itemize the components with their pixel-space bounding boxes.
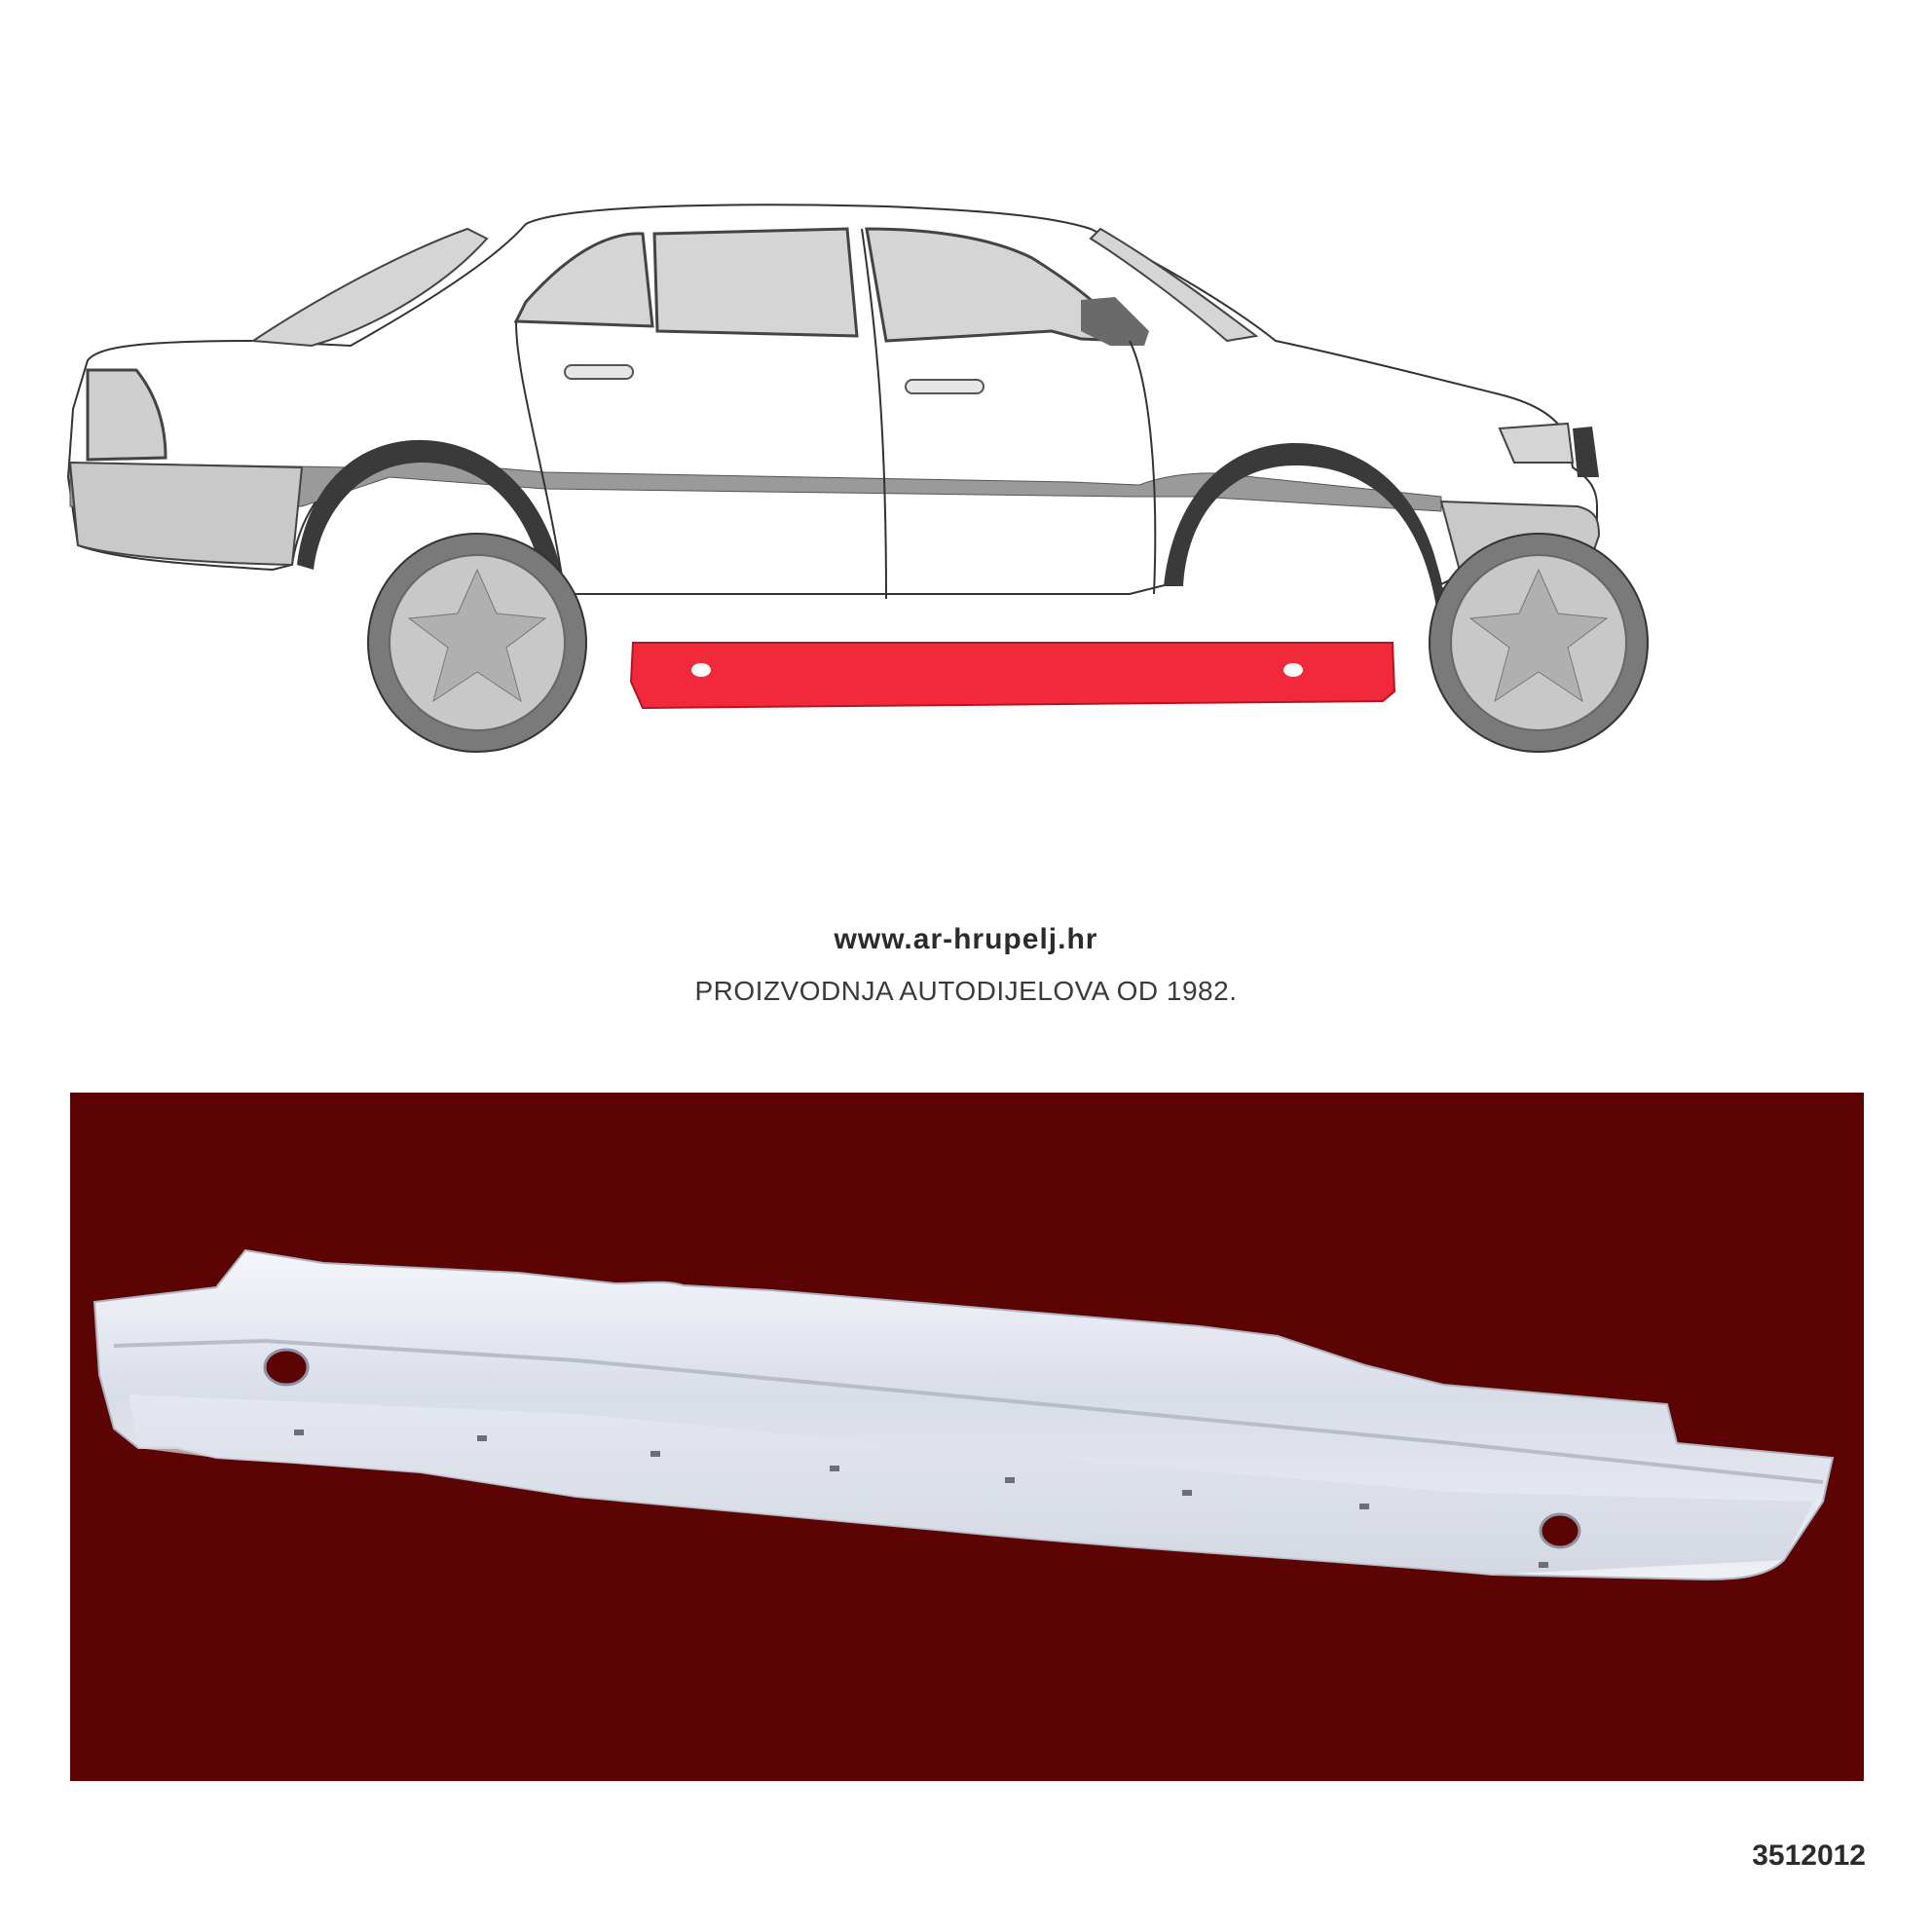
part-number: 3512012 [1752,1839,1866,1872]
front-wheel-arch [1164,443,1461,628]
front-door-handle [905,379,985,394]
sill-part-drain-holes [294,1430,1548,1568]
website-url[interactable]: www.ar-hrupelj.hr [834,923,1098,955]
sill-part-lower-face [129,1394,1813,1575]
side-mirror [1081,297,1149,346]
front-grille [1573,427,1599,477]
sill-part-crease [113,1338,1824,1484]
rear-wheel-arch [297,439,565,594]
windshield [1089,227,1259,343]
headlight [1498,422,1575,464]
front-wheel [1429,533,1649,753]
door-seam-middle [861,228,887,600]
part-photo [70,1093,1864,1781]
rear-door-handle [564,364,634,380]
rear-quarter-glass [652,227,859,338]
company-tagline: PROIZVODNJA AUTODIJELOVA OD 1982. [694,976,1238,1006]
rear-door-window [513,232,654,328]
rear-wheel [367,533,587,753]
door-seam-rear [515,320,566,595]
sill-jack-point-rear [691,663,711,677]
rear-window [250,227,489,348]
highlighted-sill [629,642,1396,710]
car-side-diagram [58,185,1879,789]
rear-bumper [68,461,304,567]
sill-jack-point-front [1283,663,1303,677]
sill-part-hole-front [1539,1512,1581,1549]
door-seam-front [1129,340,1157,595]
tail-light [86,368,167,462]
sill-part-hole-rear [263,1348,310,1387]
